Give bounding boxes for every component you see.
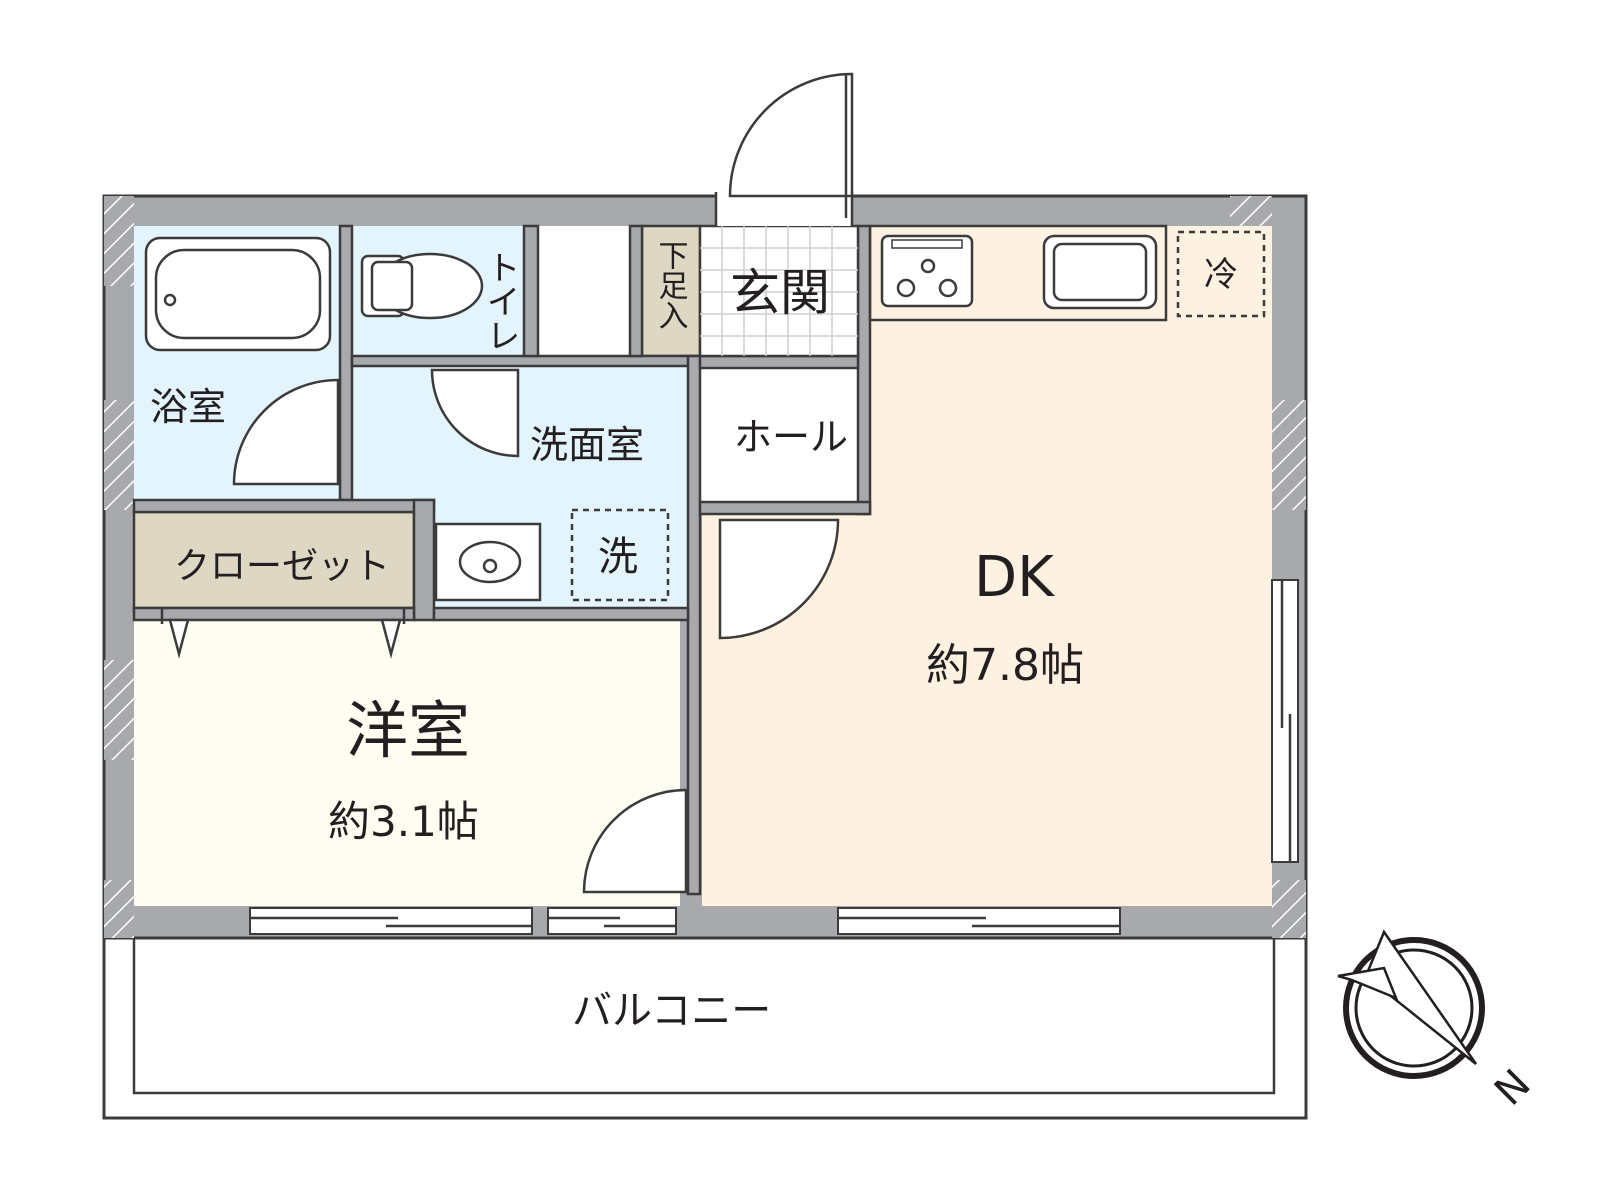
entrance-label: 玄関	[730, 264, 830, 322]
washer-label: 洗	[598, 534, 638, 580]
compass: N	[1337, 929, 1540, 1115]
dk-room	[702, 226, 1272, 906]
stove	[880, 234, 974, 308]
toilet-label: トイレ	[480, 250, 520, 352]
shoebox-label: 下足入	[653, 240, 688, 330]
dk-name: DK	[974, 545, 1055, 610]
washroom-label: 洗面室	[530, 423, 644, 467]
fridge-label: 冷	[1204, 255, 1238, 295]
bath-label: 浴室	[150, 385, 226, 429]
closet	[132, 510, 416, 610]
north-label: N	[1486, 1061, 1540, 1115]
western-room-name: 洋室	[346, 694, 470, 767]
hall	[700, 368, 858, 502]
balcony-label: バルコニー	[572, 988, 771, 1034]
washer-space	[570, 508, 670, 602]
toilet-fixture	[360, 252, 484, 320]
closet-doors[interactable]	[160, 608, 406, 659]
closet-label: クローゼット	[174, 546, 390, 587]
bath-door[interactable]	[232, 378, 340, 486]
balcony-windows-left[interactable]	[249, 907, 533, 935]
kitchen-sink	[1042, 234, 1158, 310]
front-door[interactable]	[714, 72, 854, 226]
toilet-door[interactable]	[430, 368, 520, 458]
western-room-door[interactable]	[582, 788, 688, 894]
entrance-tiles	[698, 224, 860, 358]
balcony-windows-middle[interactable]	[547, 907, 677, 935]
bathtub	[144, 236, 332, 352]
kitchen-counter	[868, 224, 1168, 322]
side-window[interactable]	[1271, 579, 1299, 863]
washroom	[346, 362, 688, 608]
dk-size: 約7.8帖	[926, 640, 1084, 691]
balcony-windows-right[interactable]	[837, 907, 1121, 935]
hall-door[interactable]	[718, 518, 840, 640]
fridge-space	[1176, 230, 1266, 318]
washbasin	[434, 522, 542, 602]
interior-walls	[132, 224, 872, 896]
hall-label: ホール	[734, 415, 848, 459]
western-room-size: 約3.1帖	[328, 797, 479, 846]
